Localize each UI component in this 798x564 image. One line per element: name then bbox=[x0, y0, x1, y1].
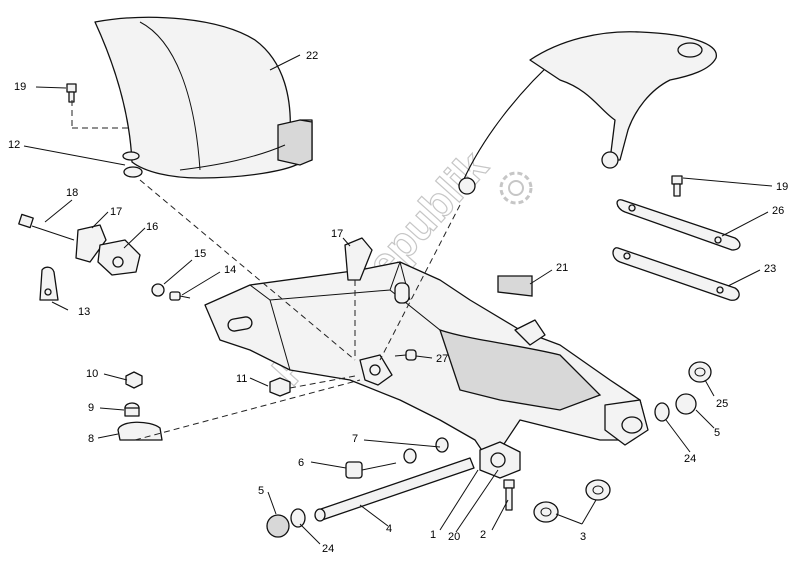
callout: 21 bbox=[556, 262, 568, 274]
bolt-6 bbox=[345, 461, 397, 479]
plate-13 bbox=[39, 266, 59, 301]
callout: 7 bbox=[352, 433, 358, 445]
callout: 15 bbox=[194, 248, 206, 260]
washer-12 bbox=[122, 151, 143, 178]
nut-11 bbox=[269, 377, 291, 397]
clamp-16 bbox=[97, 239, 141, 276]
washer-3a bbox=[533, 501, 559, 523]
brake-hose bbox=[458, 31, 717, 195]
washer-15 bbox=[151, 283, 165, 297]
callout: 20 bbox=[448, 531, 460, 543]
seal-24b bbox=[290, 508, 306, 528]
assembly-lines bbox=[71, 100, 461, 441]
callout: 2 bbox=[480, 529, 486, 541]
callout: 10 bbox=[86, 368, 98, 380]
upper-plate bbox=[616, 199, 741, 251]
mudguard-screw bbox=[66, 83, 77, 103]
screw-19b bbox=[671, 175, 683, 197]
callout: 4 bbox=[386, 523, 392, 535]
callout: 25 bbox=[716, 398, 728, 410]
screw-14 bbox=[169, 291, 191, 301]
callout: 27 bbox=[436, 353, 448, 365]
pivot-shaft bbox=[314, 457, 475, 522]
bolt-27 bbox=[394, 349, 417, 361]
callout: 17 bbox=[331, 228, 343, 240]
callout: 8 bbox=[88, 433, 94, 445]
swingarm bbox=[204, 261, 649, 456]
callout: 19 bbox=[776, 181, 788, 193]
callout: 9 bbox=[88, 402, 94, 414]
gear-icon bbox=[499, 171, 533, 205]
leader-lines bbox=[23, 54, 773, 545]
pivot-housing bbox=[479, 441, 521, 479]
callout: 14 bbox=[224, 264, 236, 276]
callout: 24 bbox=[322, 543, 334, 555]
callout: 13 bbox=[78, 306, 90, 318]
bracket-17b bbox=[344, 237, 373, 281]
callout: 16 bbox=[146, 221, 158, 233]
callout: 3 bbox=[580, 531, 586, 543]
callout: 19 bbox=[14, 81, 26, 93]
callout: 5 bbox=[714, 427, 720, 439]
callouts: 22 19 12 18 17 16 13 15 14 17 21 19 26 2… bbox=[8, 50, 788, 555]
pad-21 bbox=[497, 275, 533, 297]
washer-7 bbox=[403, 448, 417, 464]
bolt-20 bbox=[503, 479, 515, 511]
rear-mudguard bbox=[94, 16, 313, 179]
callout: 18 bbox=[66, 187, 78, 199]
swingarm-center-mount bbox=[359, 354, 393, 386]
callout: 24 bbox=[684, 453, 696, 465]
callout: 22 bbox=[306, 50, 318, 62]
seal-24a bbox=[654, 402, 670, 422]
callout: 1 bbox=[430, 529, 436, 541]
lower-plate bbox=[612, 247, 740, 301]
callout: 5 bbox=[258, 485, 264, 497]
washer-442 bbox=[435, 437, 449, 453]
washer-3b bbox=[585, 479, 611, 501]
cap-5b bbox=[266, 514, 290, 538]
callout: 23 bbox=[764, 263, 776, 275]
callout: 12 bbox=[8, 139, 20, 151]
bracket-17a bbox=[75, 224, 107, 263]
callout: 17 bbox=[110, 206, 122, 218]
callout: 11 bbox=[236, 373, 247, 385]
cap-5a bbox=[675, 393, 697, 415]
bushing-25 bbox=[688, 361, 712, 383]
long-bolt bbox=[18, 213, 75, 241]
spacer-9 bbox=[124, 402, 140, 417]
callout: 26 bbox=[772, 205, 784, 217]
nut-10 bbox=[125, 371, 143, 389]
callout: 6 bbox=[298, 457, 304, 469]
clamp-8 bbox=[117, 421, 163, 441]
